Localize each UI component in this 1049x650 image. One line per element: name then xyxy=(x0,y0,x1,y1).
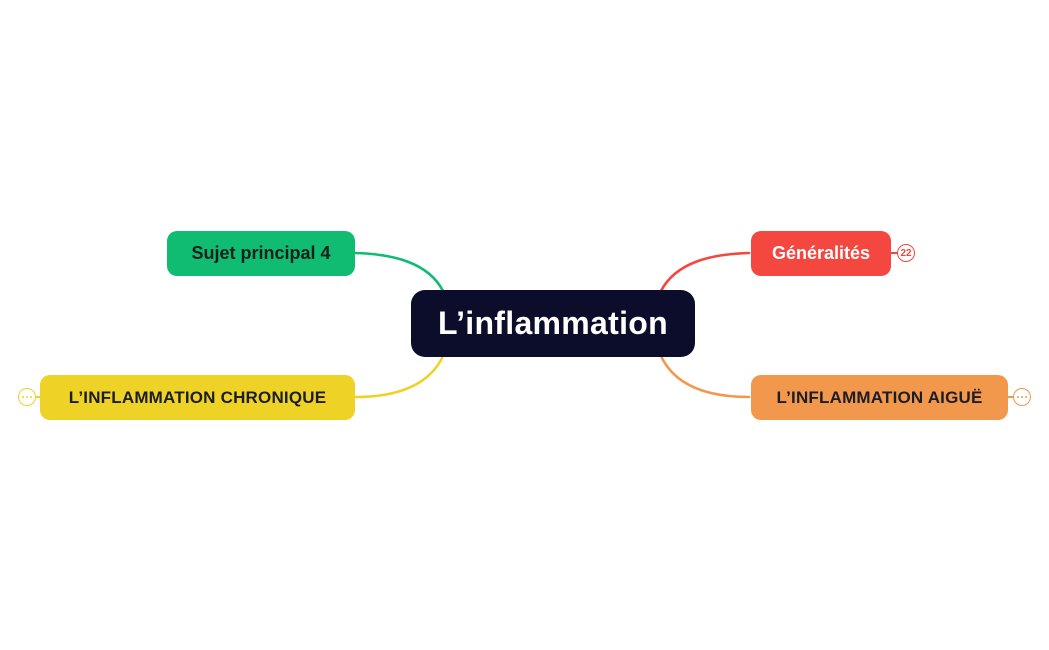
ellipsis-icon xyxy=(22,396,32,398)
node-inflammation-chronique[interactable]: L’INFLAMMATION CHRONIQUE xyxy=(40,375,355,420)
node-label: Généralités xyxy=(771,243,871,263)
connector-generalites xyxy=(659,251,751,293)
connector-inflammation-aigue xyxy=(659,354,751,399)
child-count-value: 22 xyxy=(900,247,912,259)
child-count-badge[interactable]: 22 xyxy=(897,244,915,262)
node-label: Sujet principal 4 xyxy=(191,243,331,263)
collapsed-more-badge[interactable] xyxy=(18,388,36,406)
node-label: L’INFLAMMATION AIGUË xyxy=(776,387,983,407)
ellipsis-icon xyxy=(1017,396,1027,398)
node-sujet-principal-4[interactable]: Sujet principal 4 xyxy=(167,231,355,276)
node-label: L’INFLAMMATION CHRONIQUE xyxy=(68,387,327,407)
root-node-label: L’inflammation xyxy=(438,305,668,341)
root-node[interactable]: L’inflammation xyxy=(411,290,695,357)
connector-inflammation-chronique xyxy=(353,354,445,399)
node-generalites[interactable]: Généralités xyxy=(751,231,891,276)
collapsed-more-badge[interactable] xyxy=(1013,388,1031,406)
node-inflammation-aigue[interactable]: L’INFLAMMATION AIGUË xyxy=(751,375,1008,420)
connector-sujet-principal-4 xyxy=(353,251,445,293)
